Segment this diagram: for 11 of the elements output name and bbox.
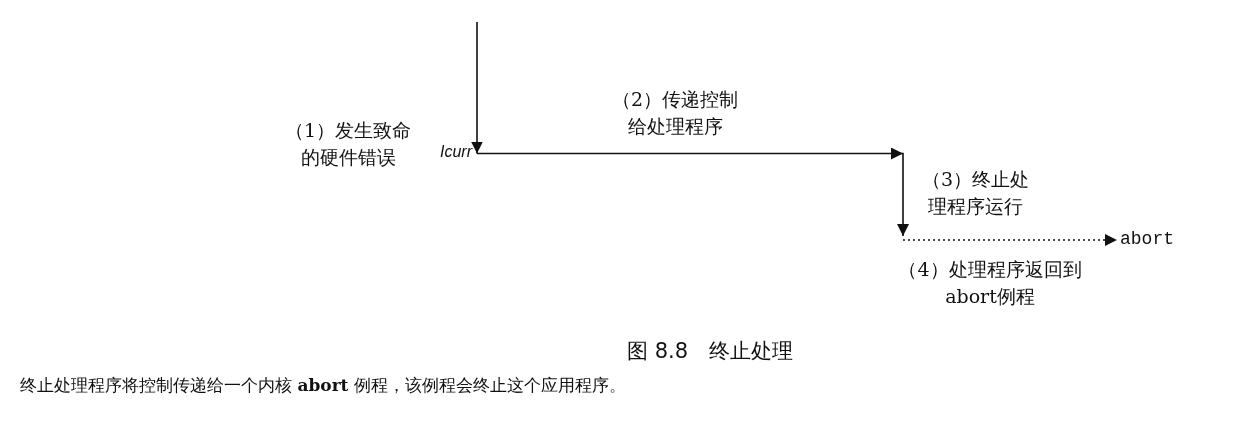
step-label: abort <box>1120 226 1174 253</box>
figure-description: 终止处理程序将控制传递给一个内核 abort 例程，该例程会终止这个应用程序。 <box>20 374 626 397</box>
step-label: （1）发生致命的硬件错误 <box>283 118 413 170</box>
figure-caption: 图 8.8 终止处理 <box>625 338 795 365</box>
arrow <box>902 234 1118 246</box>
step-label: （4）处理程序返回到abort例程 <box>897 257 1083 309</box>
step-label: （3）终止处理程序运行 <box>920 167 1031 219</box>
arrow <box>476 148 909 237</box>
step-label: （2）传递控制给处理程序 <box>610 87 740 139</box>
arrow <box>471 21 483 155</box>
step-label: Icurr <box>440 138 472 165</box>
